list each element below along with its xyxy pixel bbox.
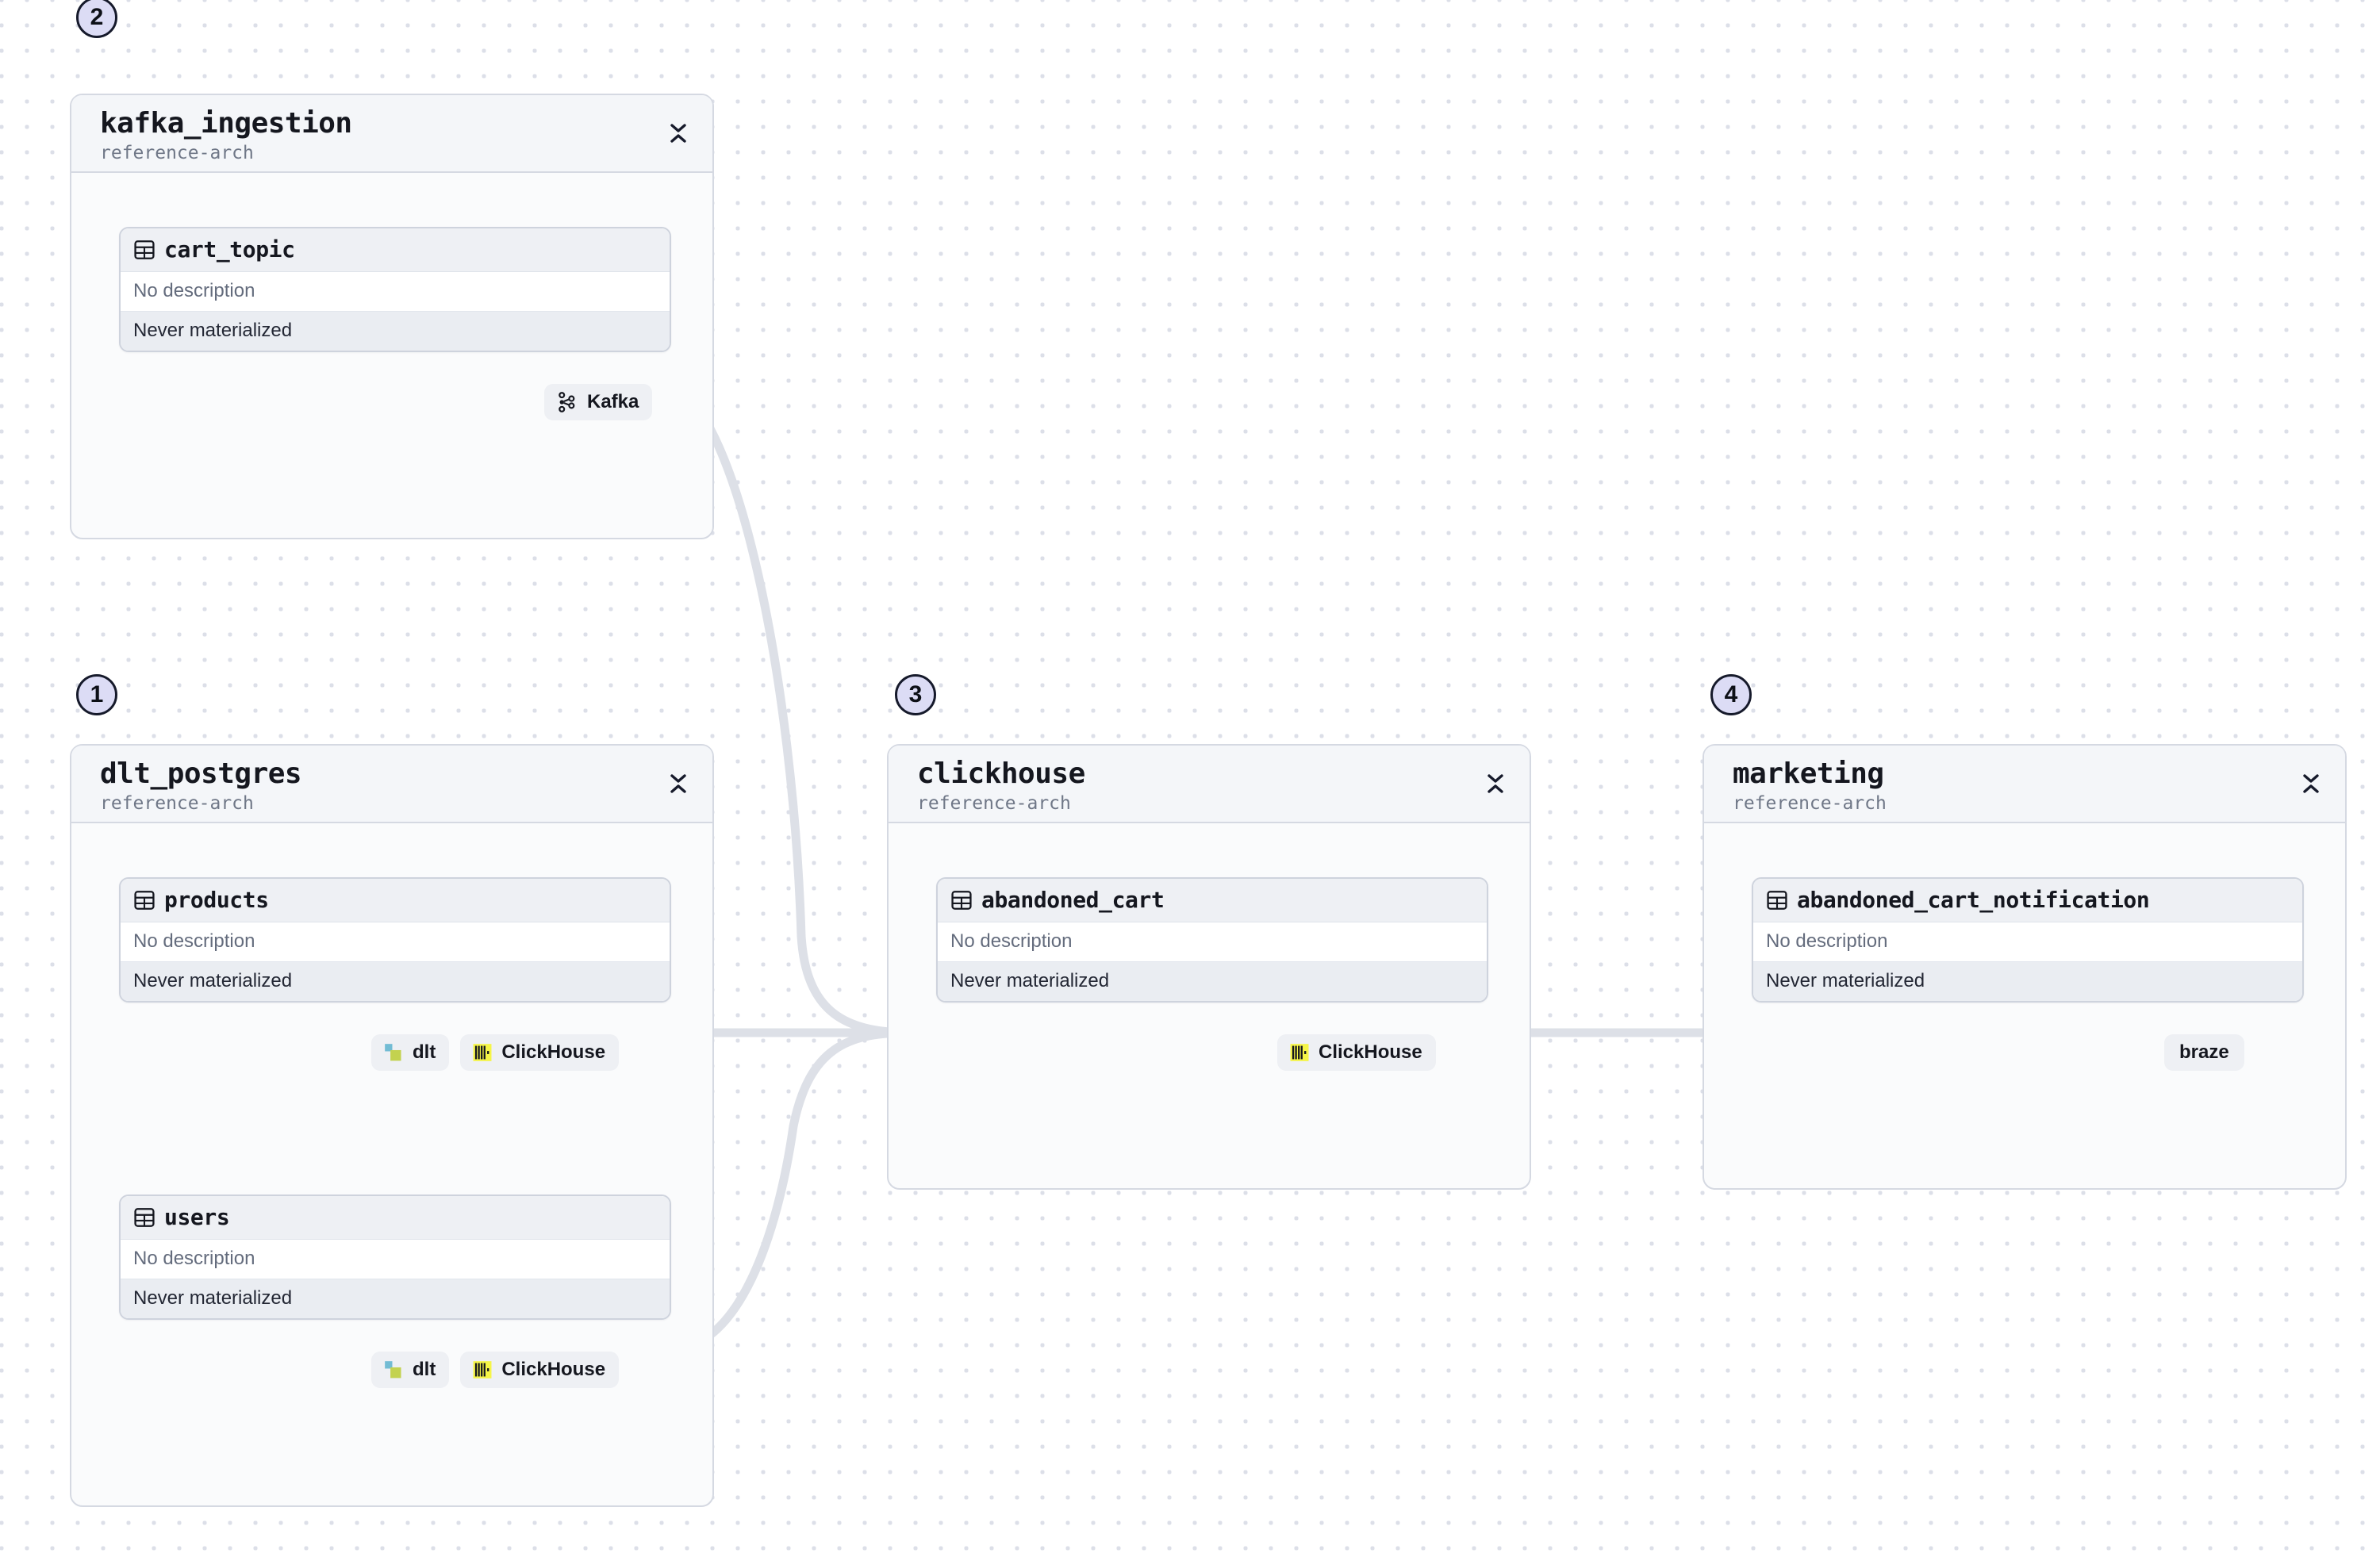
node-header: users	[121, 1196, 670, 1240]
table-icon	[134, 240, 155, 259]
node-description: No description	[1753, 922, 2302, 961]
badge-kafka[interactable]: Kafka	[544, 384, 653, 420]
node-header: abandoned_cart_notification	[1753, 879, 2302, 922]
group-body-marketing: abandoned_cart_notification No descripti…	[1704, 823, 2345, 1188]
group-header-marketing[interactable]: marketing reference-arch	[1704, 746, 2345, 823]
group-body-dlt-postgres: products No description Never materializ…	[71, 823, 712, 1505]
node-description: No description	[938, 922, 1487, 961]
group-body-clickhouse: abandoned_cart No description Never mate…	[889, 823, 1530, 1188]
node-users[interactable]: users No description Never materialized	[119, 1194, 671, 1320]
node-products[interactable]: products No description Never materializ…	[119, 877, 671, 1003]
dlt-icon	[385, 1044, 401, 1061]
clickhouse-icon	[473, 1361, 492, 1379]
node-abandoned-cart-notification[interactable]: abandoned_cart_notification No descripti…	[1752, 877, 2304, 1003]
node-title: cart_topic	[164, 236, 295, 263]
group-kafka-ingestion[interactable]: kafka_ingestion reference-arch	[70, 94, 714, 539]
node-header: products	[121, 879, 670, 922]
collapse-chevrons-icon[interactable]	[2297, 768, 2324, 800]
group-header-dlt-postgres[interactable]: dlt_postgres reference-arch	[71, 746, 712, 823]
badge-row-notification: braze	[2164, 1034, 2244, 1071]
group-subtitle: reference-arch	[100, 793, 254, 815]
badge-label: Kafka	[587, 391, 639, 412]
node-materialization: Never materialized	[121, 1279, 670, 1318]
node-header: abandoned_cart	[938, 879, 1487, 922]
badge-label: dlt	[413, 1041, 436, 1063]
badge-clickhouse[interactable]: ClickHouse	[460, 1352, 620, 1388]
collapse-chevrons-icon[interactable]	[665, 117, 692, 149]
step-marker-3[interactable]: 3	[895, 674, 936, 715]
table-icon	[134, 890, 155, 910]
badge-row-users: dlt ClickHouse	[371, 1352, 620, 1388]
node-materialization: Never materialized	[121, 961, 670, 1001]
group-title: kafka_ingestion	[100, 107, 352, 140]
group-header-clickhouse[interactable]: clickhouse reference-arch	[889, 746, 1530, 823]
group-subtitle: reference-arch	[100, 143, 254, 164]
node-description: No description	[121, 1240, 670, 1279]
dlt-icon	[385, 1361, 401, 1379]
node-materialization: Never materialized	[121, 311, 670, 351]
badge-label: ClickHouse	[501, 1041, 606, 1063]
group-title: marketing	[1733, 757, 1884, 790]
badge-braze[interactable]: braze	[2164, 1034, 2244, 1071]
group-title: clickhouse	[917, 757, 1085, 790]
node-title: abandoned_cart_notification	[1797, 887, 2150, 913]
node-description: No description	[121, 272, 670, 311]
badge-label: braze	[2179, 1041, 2229, 1063]
group-subtitle: reference-arch	[1733, 793, 1887, 815]
node-cart-topic[interactable]: cart_topic No description Never material…	[119, 227, 671, 352]
node-title: users	[164, 1204, 230, 1230]
collapse-chevrons-icon[interactable]	[1482, 768, 1509, 800]
badge-dlt[interactable]: dlt	[371, 1352, 450, 1388]
step-marker-4[interactable]: 4	[1710, 674, 1752, 715]
badge-label: ClickHouse	[501, 1359, 606, 1380]
node-header: cart_topic	[121, 228, 670, 272]
group-title: dlt_postgres	[100, 757, 302, 790]
group-marketing[interactable]: marketing reference-arch	[1702, 744, 2347, 1190]
node-abandoned-cart[interactable]: abandoned_cart No description Never mate…	[936, 877, 1488, 1003]
node-title: products	[164, 887, 269, 913]
node-title: abandoned_cart	[981, 887, 1165, 913]
group-body-kafka-ingestion: cart_topic No description Never material…	[71, 173, 712, 538]
badge-row-abandoned-cart: ClickHouse	[1277, 1034, 1436, 1071]
group-clickhouse[interactable]: clickhouse reference-arch	[887, 744, 1531, 1190]
badge-row-cart-topic: Kafka	[544, 384, 653, 420]
node-description: No description	[121, 922, 670, 961]
table-icon	[134, 1207, 155, 1227]
node-materialization: Never materialized	[938, 961, 1487, 1001]
table-icon	[1767, 890, 1787, 910]
group-dlt-postgres[interactable]: dlt_postgres reference-arch	[70, 744, 714, 1507]
clickhouse-icon	[1290, 1044, 1309, 1061]
group-subtitle: reference-arch	[917, 793, 1071, 815]
badge-label: ClickHouse	[1319, 1041, 1422, 1063]
badge-clickhouse[interactable]: ClickHouse	[460, 1034, 620, 1071]
collapse-chevrons-icon[interactable]	[665, 768, 692, 800]
group-header-kafka-ingestion[interactable]: kafka_ingestion reference-arch	[71, 95, 712, 173]
badge-row-products: dlt ClickHouse	[371, 1034, 620, 1071]
step-marker-1[interactable]: 1	[76, 674, 117, 715]
badge-dlt[interactable]: dlt	[371, 1034, 450, 1071]
table-icon	[951, 890, 972, 910]
clickhouse-icon	[473, 1044, 492, 1061]
kafka-icon	[559, 392, 575, 412]
badge-clickhouse[interactable]: ClickHouse	[1277, 1034, 1436, 1071]
step-marker-2[interactable]: 2	[76, 0, 117, 38]
node-materialization: Never materialized	[1753, 961, 2302, 1001]
badge-label: dlt	[413, 1359, 436, 1380]
